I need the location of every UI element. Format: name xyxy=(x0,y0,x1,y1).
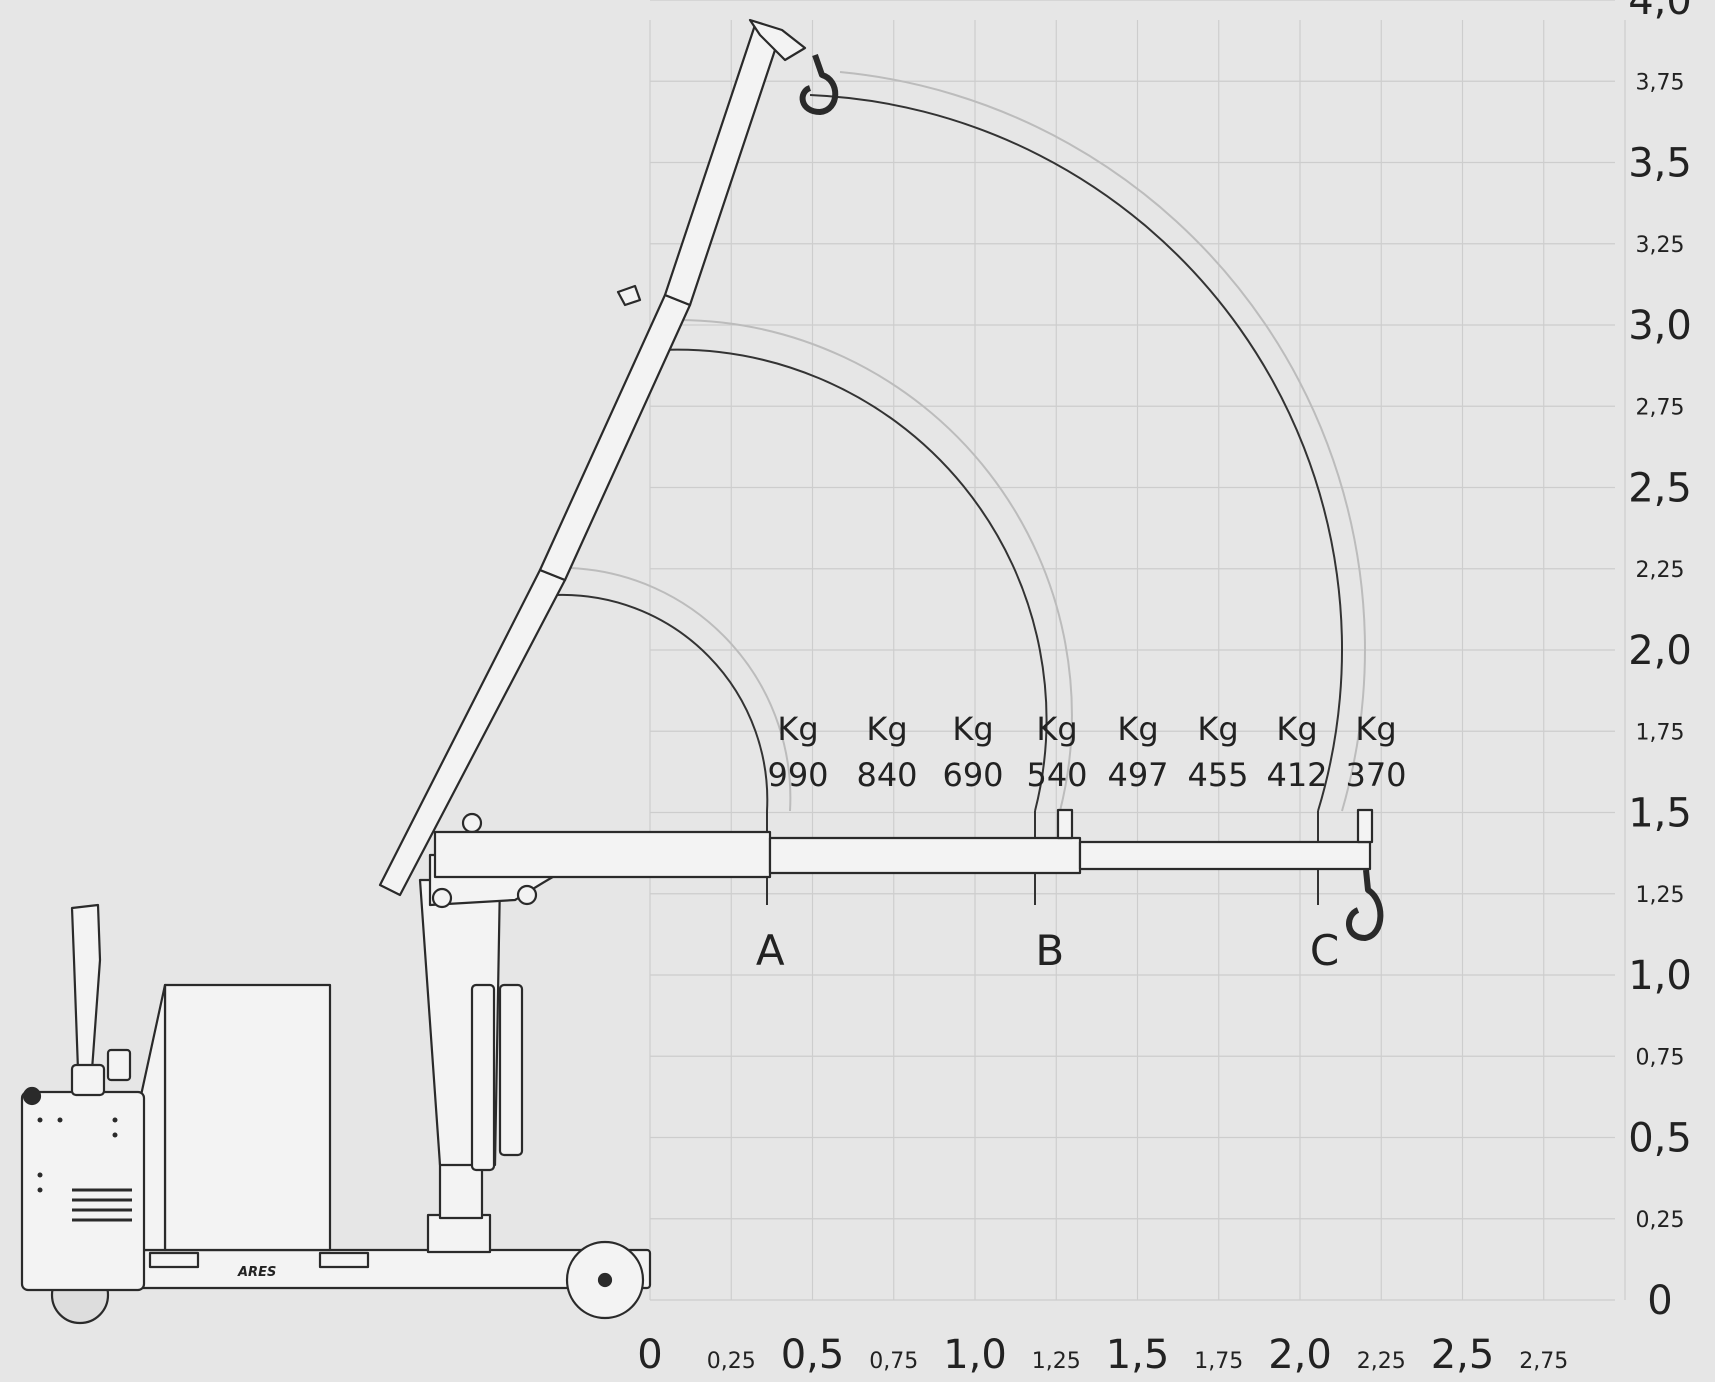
y-tick-label: 1,5 xyxy=(1628,791,1692,837)
arc-c xyxy=(809,94,1343,812)
arc-a xyxy=(554,593,769,812)
load-unit: Kg xyxy=(1197,710,1238,748)
x-tick-label: 0,25 xyxy=(707,1349,756,1374)
load-unit: Kg xyxy=(952,710,993,748)
load-unit: Kg xyxy=(1036,710,1077,748)
position-label: B xyxy=(1035,926,1064,975)
x-tick-label: 2,0 xyxy=(1268,1332,1332,1378)
tiller-handle xyxy=(70,903,102,1072)
y-tick-label: 3,25 xyxy=(1636,233,1685,258)
y-tick-label: 3,75 xyxy=(1636,70,1685,95)
arc-b-outer xyxy=(679,319,1073,812)
raised-boom-tip xyxy=(748,18,807,62)
raised-boom-stop xyxy=(616,284,642,307)
chassis-pad-right xyxy=(318,1251,370,1269)
load-unit: Kg xyxy=(777,710,818,748)
tiller-base xyxy=(70,1063,106,1097)
y-tick-label: 4,0 xyxy=(1628,0,1692,24)
battery-box xyxy=(163,983,332,1252)
load-unit: Kg xyxy=(866,710,907,748)
arc-c-outer xyxy=(839,71,1366,812)
y-tick-label: 1,0 xyxy=(1628,953,1692,999)
y-axis-labels: 0 0,25 0,5 0,75 1,0 1,25 1,5 1,75 2,0 2,25 2,5 2,75… xyxy=(1628,0,1692,1324)
load-value: 690 xyxy=(942,756,1003,794)
hook-end-icon xyxy=(1346,869,1384,941)
chassis-pad-left xyxy=(148,1251,200,1269)
x-tick-label: 1,25 xyxy=(1032,1349,1081,1374)
y-tick-label: 0,75 xyxy=(1636,1045,1685,1070)
arc-a-outer xyxy=(569,567,792,812)
x-tick-label: 1,5 xyxy=(1106,1332,1170,1378)
pivot-pin-2 xyxy=(516,884,538,906)
load-value: 497 xyxy=(1107,756,1168,794)
rear-wheel-hub xyxy=(597,1272,613,1288)
y-tick-label: 1,25 xyxy=(1636,883,1685,908)
position-labels: A B C xyxy=(756,926,1339,975)
crane-machine: ARES xyxy=(20,18,1384,1325)
arc-b xyxy=(659,348,1048,812)
boom-mid xyxy=(768,836,1082,875)
emergency-button xyxy=(22,1086,42,1106)
mast-column xyxy=(426,1213,492,1254)
y-tick-label: 0,25 xyxy=(1636,1208,1685,1233)
boom-inner xyxy=(433,830,772,879)
hydraulic-cylinder-1 xyxy=(470,983,496,1172)
load-value: 412 xyxy=(1266,756,1327,794)
pivot-pin-3 xyxy=(461,812,483,834)
x-tick-label: 0 xyxy=(637,1332,662,1378)
raised-boom-outer xyxy=(663,23,782,307)
y-tick-label: 2,25 xyxy=(1636,558,1685,583)
panel-dots xyxy=(37,1117,118,1193)
boom-outer xyxy=(1078,840,1372,871)
load-unit: Kg xyxy=(1276,710,1317,748)
x-tick-label: 0,75 xyxy=(869,1349,918,1374)
load-unit: Kg xyxy=(1355,710,1396,748)
position-label: C xyxy=(1310,926,1339,975)
load-value: 540 xyxy=(1026,756,1087,794)
hydraulic-cylinder-2 xyxy=(498,983,524,1157)
y-tick-label: 2,75 xyxy=(1636,395,1685,420)
x-tick-label: 2,75 xyxy=(1519,1349,1568,1374)
load-labels: Kg 990 Kg 840 Kg 690 Kg 540 Kg 497 Kg 455 Kg 412 Kg 370 xyxy=(767,710,1406,794)
boom-stop-c xyxy=(1356,808,1374,844)
x-tick-label: 2,25 xyxy=(1357,1349,1406,1374)
y-tick-label: 2,5 xyxy=(1628,466,1692,512)
vent-slots xyxy=(72,1188,132,1222)
raised-boom-mid xyxy=(538,293,692,582)
y-tick-label: 0 xyxy=(1647,1278,1672,1324)
position-label: A xyxy=(756,926,785,975)
boom-stop-b xyxy=(1056,808,1074,840)
pivot-pin-1 xyxy=(431,887,453,909)
load-value: 990 xyxy=(767,756,828,794)
x-tick-label: 1,75 xyxy=(1194,1349,1243,1374)
brand-mark: ARES xyxy=(237,1265,276,1280)
control-knob xyxy=(106,1048,132,1082)
x-tick-label: 2,5 xyxy=(1431,1332,1495,1378)
load-unit: Kg xyxy=(1117,710,1158,748)
load-value: 840 xyxy=(856,756,917,794)
y-tick-label: 1,75 xyxy=(1636,720,1685,745)
y-tick-label: 3,5 xyxy=(1628,141,1692,187)
load-value: 370 xyxy=(1345,756,1406,794)
y-tick-label: 0,5 xyxy=(1628,1116,1692,1162)
reach-arcs xyxy=(554,71,1366,812)
grid xyxy=(649,0,1626,1301)
y-tick-label: 2,0 xyxy=(1628,628,1692,674)
x-axis-labels: 0 0,25 0,5 0,75 1,0 1,25 1,5 1,75 2,0 2,25 2,5 2,75 xyxy=(637,1332,1568,1378)
y-tick-label: 3,0 xyxy=(1628,303,1692,349)
x-tick-label: 0,5 xyxy=(781,1332,845,1378)
x-tick-label: 1,0 xyxy=(943,1332,1007,1378)
hook-top-icon xyxy=(799,54,839,115)
load-value: 455 xyxy=(1187,756,1248,794)
